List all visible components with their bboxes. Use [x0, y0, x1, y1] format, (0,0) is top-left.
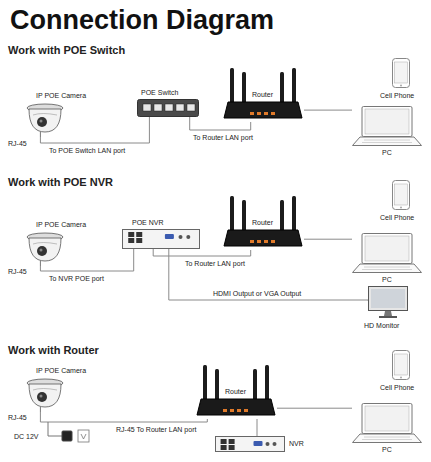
- section-heading: Work with POE NVR: [8, 176, 113, 189]
- router: Router: [222, 196, 304, 250]
- ip-camera-art: [22, 378, 68, 412]
- cable-label: To Router LAN port: [184, 259, 246, 268]
- device-label: PC: [382, 275, 392, 284]
- router: Router: [195, 365, 277, 419]
- device-label: IP POE Camera: [36, 366, 86, 375]
- cell-phone: Cell Phone: [392, 58, 410, 88]
- laptop-pc-art: [352, 233, 422, 273]
- device-label: POE NVR: [132, 218, 164, 227]
- device-label: Cell Phone: [380, 91, 414, 100]
- cell-phone-art: [392, 58, 410, 88]
- device-label: Router: [252, 218, 273, 227]
- network-cable: [190, 117, 251, 130]
- nvr-recorder-art: [215, 436, 285, 452]
- router: Router: [222, 68, 304, 122]
- network-cable: [40, 412, 207, 422]
- network-cable: [153, 249, 251, 256]
- device-label: Cell Phone: [380, 213, 414, 222]
- cable-note: RJ-45: [8, 139, 27, 148]
- ip-camera-art: [22, 232, 68, 266]
- cell-phone-art: [392, 350, 410, 380]
- device-label: IP POE Camera: [36, 91, 86, 100]
- device-label: PC: [382, 445, 392, 454]
- nvr-recorder: POE NVR: [122, 229, 200, 249]
- cable-label: HDMI Output or VGA Output: [212, 289, 302, 298]
- cable-note: RJ-45: [8, 413, 27, 422]
- poe-switch: POE Switch: [137, 99, 199, 117]
- poe-switch-art: [137, 99, 199, 117]
- laptop-pc-art: [352, 106, 422, 146]
- ip-camera-art: [22, 103, 68, 137]
- device-label: POE Switch: [141, 88, 178, 97]
- device-label: Router: [252, 90, 273, 99]
- device-label: NVR: [289, 439, 304, 448]
- cable-note: RJ-45: [8, 267, 27, 276]
- device-label: Cell Phone: [380, 383, 414, 392]
- cell-phone-art: [392, 180, 410, 210]
- device-label: HD Monitor: [364, 321, 399, 330]
- ip-camera: IP POE Camera: [22, 378, 68, 412]
- device-label: IP POE Camera: [36, 220, 86, 229]
- cable-label: RJ-45 To Router LAN port: [115, 425, 197, 434]
- laptop-pc: PC: [352, 403, 422, 443]
- cable-label: To Router LAN port: [192, 133, 254, 142]
- laptop-pc-art: [352, 403, 422, 443]
- hd-monitor-art: [368, 286, 408, 318]
- device-label: Router: [225, 387, 246, 396]
- nvr-recorder: NVR: [215, 436, 285, 452]
- laptop-pc: PC: [352, 233, 422, 273]
- network-cable: [277, 408, 352, 409]
- cell-phone: Cell Phone: [392, 350, 410, 380]
- ip-camera: IP POE Camera: [22, 103, 68, 137]
- device-label: PC: [382, 148, 392, 157]
- nvr-recorder-art: [122, 229, 200, 249]
- network-cable: [257, 419, 258, 436]
- page-title: Connection Diagram: [10, 4, 274, 36]
- cable-label: To NVR POE port: [48, 274, 105, 283]
- section-heading: Work with POE Switch: [8, 44, 125, 57]
- laptop-pc: PC: [352, 106, 422, 146]
- cable-label: To POE Switch LAN port: [48, 146, 126, 155]
- section-heading: Work with Router: [8, 344, 99, 357]
- hd-monitor: HD Monitor: [368, 286, 408, 318]
- ip-camera: IP POE Camera: [22, 232, 68, 266]
- network-cable: [169, 249, 368, 300]
- cable-note: DC 12V: [14, 432, 39, 441]
- network-cable: [304, 239, 352, 240]
- network-cable: [304, 110, 352, 111]
- cell-phone: Cell Phone: [392, 180, 410, 210]
